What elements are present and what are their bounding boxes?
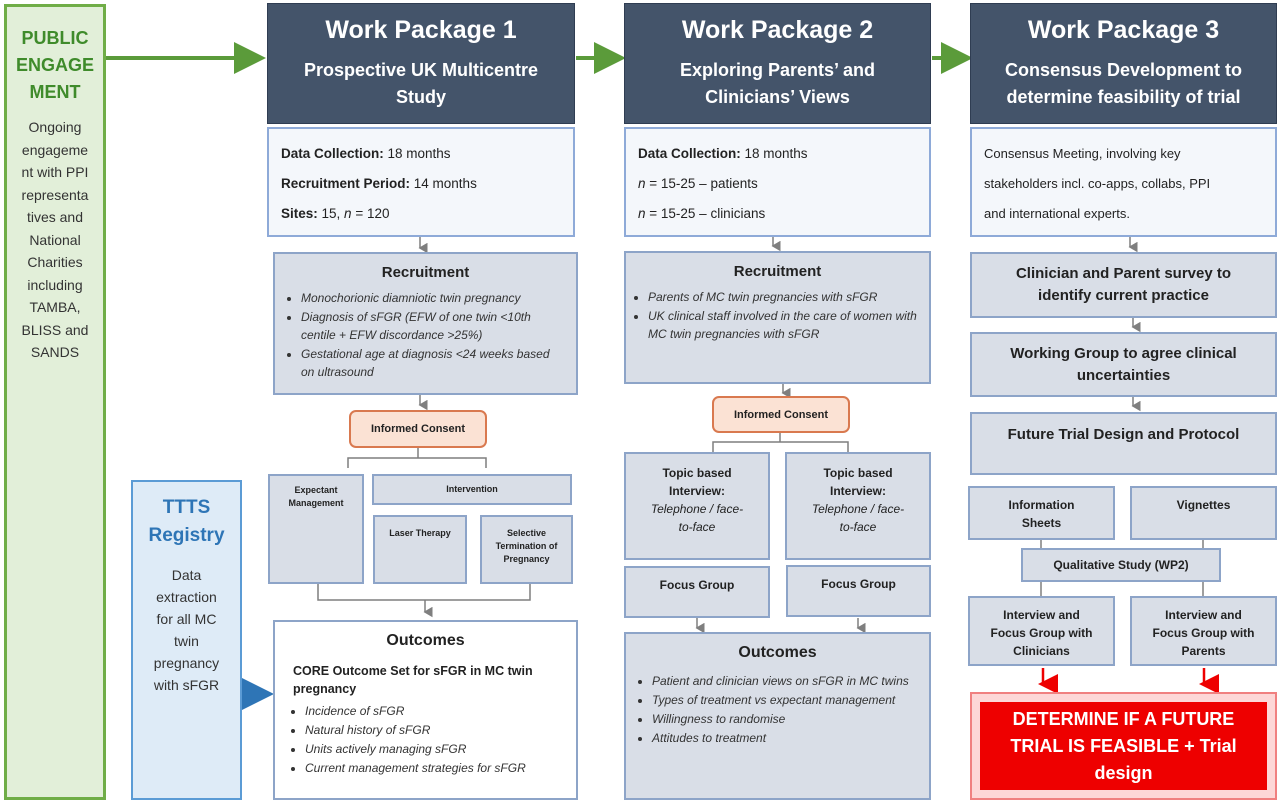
wp1-recruitment-list: Monochorionic diamniotic twin pregnancy … [275, 289, 576, 381]
wp2-subtitle: Exploring Parents’ and Clinicians’ Views [679, 60, 876, 107]
ttts-registry-title: TTTS Registry [148, 497, 225, 546]
wp2-outcomes-list: Patient and clinician views on sFGR in M… [626, 672, 929, 747]
wp1-selective-termination: Selective Termination of Pregnancy [480, 515, 573, 584]
wp2-recruitment-box: Recruitment Parents of MC twin pregnanci… [624, 251, 931, 384]
wp1-recruitment-title: Recruitment [381, 264, 470, 281]
wp2-title: Work Package 2 [681, 16, 874, 44]
list-item: Units actively managing sFGR [305, 740, 566, 758]
wp2-info-box: Data Collection: 18 months n = 15-25 – p… [624, 127, 931, 237]
wp1-info-box: Data Collection: 18 months Recruitment P… [267, 127, 575, 237]
list-item: Monochorionic diamniotic twin pregnancy [301, 289, 566, 307]
wp2-informed-consent: Informed Consent [712, 396, 850, 433]
ttts-registry-box: TTTS Registry Data extraction for all MC… [131, 480, 242, 800]
list-item: Willingness to randomise [652, 710, 919, 728]
list-item: Natural history of sFGR [305, 721, 566, 739]
wp3-survey-box: Clinician and Parent survey to identify … [970, 252, 1277, 318]
wp3-title: Work Package 3 [1027, 16, 1220, 44]
wp1-core-outcome: CORE Outcome Set for sFGR in MC twin pre… [293, 664, 533, 696]
wp3-future-trial-box: Future Trial Design and Protocol [970, 412, 1277, 475]
wp2-outcomes-title: Outcomes [738, 644, 817, 661]
public-engagement-body: Ongoing engageme nt with PPI representa … [21, 119, 89, 360]
wp3-determine-text: DETERMINE IF A FUTURE TRIAL IS FEASIBLE … [980, 702, 1267, 790]
wp2-header: Work Package 2 Exploring Parents’ and Cl… [624, 3, 931, 124]
wp2-focus-group-right: Focus Group [786, 565, 931, 617]
wp3-determine-box: DETERMINE IF A FUTURE TRIAL IS FEASIBLE … [970, 692, 1277, 800]
wp3-interview-clinicians: Interview and Focus Group with Clinician… [968, 596, 1115, 666]
wp2-focus-group-left: Focus Group [624, 566, 770, 618]
ttts-registry-body: Data extraction for all MC twin pregnanc… [153, 567, 220, 693]
wp1-expectant-management: Expectant Management [268, 474, 364, 584]
wp3-vignettes: Vignettes [1130, 486, 1277, 540]
wp3-working-group-box: Working Group to agree clinical uncertai… [970, 332, 1277, 397]
wp3-interview-parents: Interview and Focus Group with Parents [1130, 596, 1277, 666]
wp1-laser-therapy: Laser Therapy [373, 515, 467, 584]
wp3-info-box: Consensus Meeting, involving key stakeho… [970, 127, 1277, 237]
wp2-recruitment-list: Parents of MC twin pregnancies with sFGR… [626, 288, 929, 343]
wp3-subtitle: Consensus Development to determine feasi… [1004, 60, 1243, 107]
wp1-outcomes-list: Incidence of sFGR Natural history of sFG… [275, 702, 576, 777]
wp1-informed-consent: Informed Consent [349, 410, 487, 448]
wp1-intervention: Intervention [372, 474, 572, 505]
wp1-title: Work Package 1 [325, 16, 517, 44]
wp2-recruitment-title: Recruitment [733, 263, 822, 280]
list-item: Parents of MC twin pregnancies with sFGR [648, 288, 919, 306]
wp1-recruitment-box: Recruitment Monochorionic diamniotic twi… [273, 252, 578, 395]
wp3-information-sheets: Information Sheets [968, 486, 1115, 540]
list-item: Gestational age at diagnosis <24 weeks b… [301, 345, 566, 381]
list-item: Current management strategies for sFGR [305, 759, 566, 777]
list-item: Incidence of sFGR [305, 702, 566, 720]
wp3-header: Work Package 3 Consensus Development to … [970, 3, 1277, 124]
wp1-subtitle: Prospective UK Multicentre Study [303, 60, 539, 107]
list-item: Attitudes to treatment [652, 729, 919, 747]
list-item: Types of treatment vs expectant manageme… [652, 691, 919, 709]
wp2-interview-right: Topic based Interview: Telephone / face-… [785, 452, 931, 560]
wp3-qualitative-study: Qualitative Study (WP2) [1021, 548, 1221, 582]
public-engagement-title: PUBLIC ENGAGE MENT [15, 28, 94, 102]
wp1-header: Work Package 1 Prospective UK Multicentr… [267, 3, 575, 124]
public-engagement-box: PUBLIC ENGAGE MENT Ongoing engageme nt w… [4, 4, 106, 800]
wp2-outcomes-box: Outcomes Patient and clinician views on … [624, 632, 931, 800]
list-item: UK clinical staff involved in the care o… [648, 307, 919, 343]
list-item: Diagnosis of sFGR (EFW of one twin <10th… [301, 308, 566, 344]
wp2-interview-left: Topic based Interview: Telephone / face-… [624, 452, 770, 560]
wp1-outcomes-box: Outcomes CORE Outcome Set for sFGR in MC… [273, 620, 578, 800]
list-item: Patient and clinician views on sFGR in M… [652, 672, 919, 690]
wp1-outcomes-title: Outcomes [386, 632, 465, 649]
